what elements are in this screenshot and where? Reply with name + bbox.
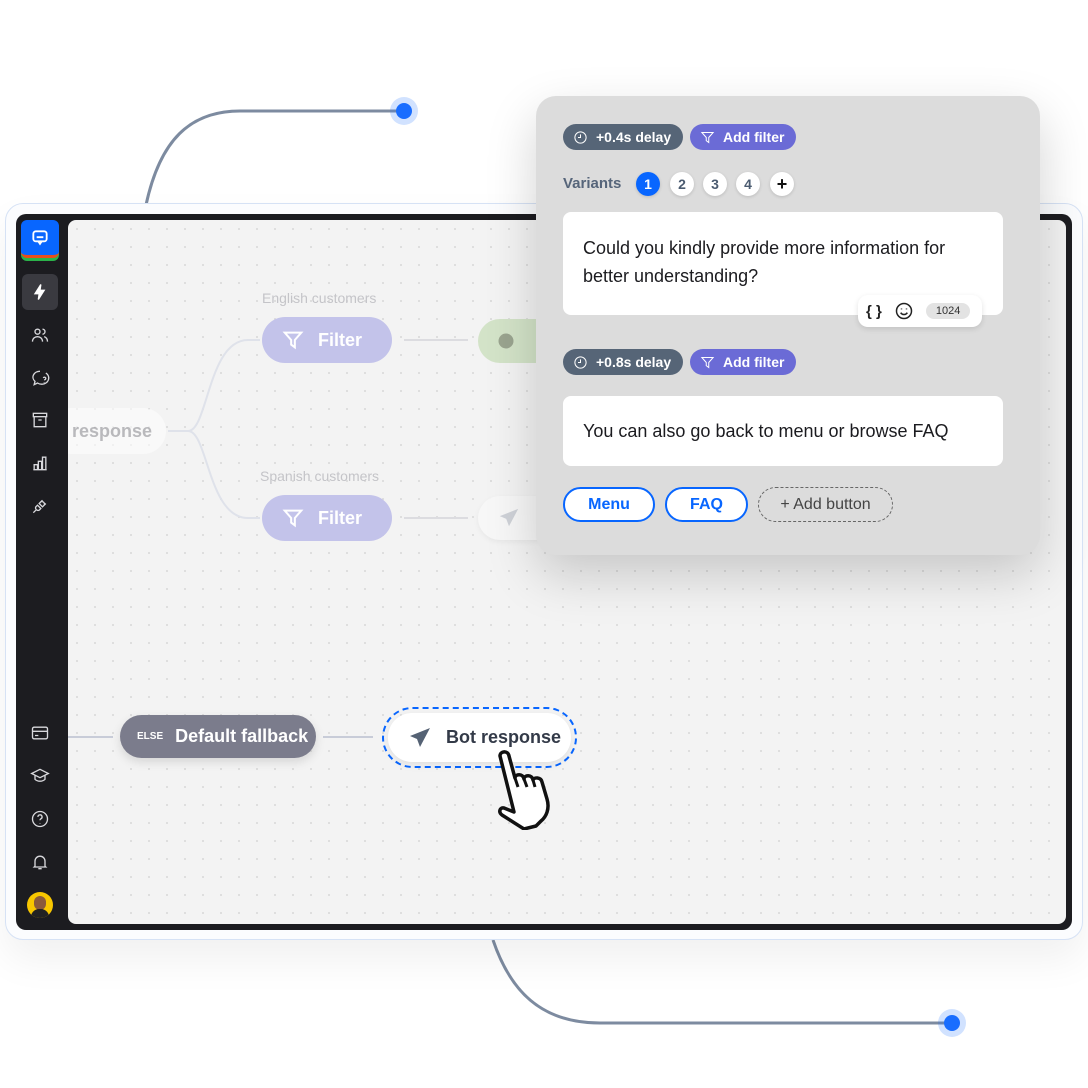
send-icon	[499, 508, 519, 527]
add-filter-label: Add filter	[723, 129, 785, 145]
message-text: You can also go back to menu or browse F…	[583, 421, 949, 441]
app-logo[interactable]	[21, 220, 59, 258]
variant-2[interactable]: 2	[670, 172, 694, 196]
sidebar-item-integrations[interactable]	[22, 488, 58, 524]
default-fallback-node[interactable]: ELSE Default fallback	[120, 715, 316, 758]
help-icon	[31, 810, 49, 828]
add-filter-label: Add filter	[723, 354, 785, 370]
plug-icon	[32, 499, 47, 514]
sidebar-item-academy[interactable]	[22, 758, 58, 794]
graduation-cap-icon	[30, 768, 50, 782]
sidebar-item-help[interactable]	[22, 801, 58, 837]
users-icon	[31, 328, 49, 342]
bolt-icon	[33, 284, 46, 300]
variants-label: Variants	[563, 175, 622, 192]
add-filter-button[interactable]: Add filter	[690, 124, 797, 150]
delay-label: +0.4s delay	[596, 129, 672, 145]
node-label: Default fallback	[175, 726, 309, 746]
chat-question-icon	[32, 370, 50, 386]
flow-edges	[68, 339, 468, 738]
pie-chart-icon	[498, 333, 514, 349]
add-variant-button[interactable]: +	[770, 172, 794, 196]
emoji-icon[interactable]	[894, 301, 914, 321]
bell-icon	[32, 855, 48, 870]
variables-button[interactable]: { }	[866, 302, 882, 320]
send-icon	[410, 727, 430, 747]
sidebar-item-contacts[interactable]	[22, 317, 58, 353]
sidebar-item-reports[interactable]	[22, 445, 58, 481]
node-label: response	[72, 420, 153, 441]
filter-icon	[282, 331, 304, 350]
filter-node-spanish[interactable]: Filter	[262, 495, 392, 541]
variant-1[interactable]: 1	[636, 172, 660, 196]
clock-icon	[574, 355, 587, 369]
faq-button[interactable]: FAQ	[665, 487, 748, 522]
node-label: Filter	[318, 329, 363, 350]
filter-node-english[interactable]: Filter	[262, 317, 392, 363]
add-button[interactable]: + Add button	[758, 487, 893, 522]
filter-icon	[700, 356, 715, 368]
message-toolbar: { } 1024	[858, 295, 982, 327]
node-previous-response[interactable]: response	[68, 408, 166, 454]
filter-icon	[282, 509, 304, 528]
sidebar-item-automation[interactable]	[22, 274, 58, 310]
filter-icon	[700, 131, 715, 143]
sidebar-item-billing[interactable]	[22, 715, 58, 751]
message-text: Could you kindly provide more informatio…	[583, 238, 946, 286]
bot-response-node[interactable]: Bot response	[388, 713, 571, 762]
delay-label: +0.8s delay	[596, 354, 672, 370]
else-tag: ELSE	[137, 731, 164, 742]
connector-dot-bottom	[944, 1015, 960, 1031]
avatar[interactable]	[27, 892, 53, 918]
add-filter-button[interactable]: Add filter	[690, 349, 797, 375]
menu-button[interactable]: Menu	[563, 487, 655, 522]
branch-label-spanish: Spanish customers	[260, 468, 380, 484]
variant-3[interactable]: 3	[703, 172, 727, 196]
branch-label-english: English customers	[262, 290, 377, 306]
bar-chart-icon	[33, 456, 47, 471]
sidebar-item-archive[interactable]	[22, 402, 58, 438]
node-label: Bot response	[446, 727, 562, 747]
variant-4[interactable]: 4	[736, 172, 760, 196]
hand-pointer-icon	[498, 750, 550, 830]
clock-icon	[574, 130, 587, 144]
selected-node-outline	[382, 707, 577, 768]
card-icon	[31, 726, 49, 740]
char-count: 1024	[925, 303, 971, 319]
sidebar-item-chats[interactable]	[22, 360, 58, 396]
delay-badge[interactable]: +0.8s delay	[563, 349, 684, 375]
connector-dot-top	[396, 103, 412, 119]
node-label: Filter	[318, 507, 363, 528]
sidebar-item-notifications[interactable]	[22, 844, 58, 880]
message-text-2[interactable]: You can also go back to menu or browse F…	[563, 396, 1003, 466]
archive-icon	[32, 412, 48, 428]
delay-badge[interactable]: +0.4s delay	[563, 124, 684, 150]
